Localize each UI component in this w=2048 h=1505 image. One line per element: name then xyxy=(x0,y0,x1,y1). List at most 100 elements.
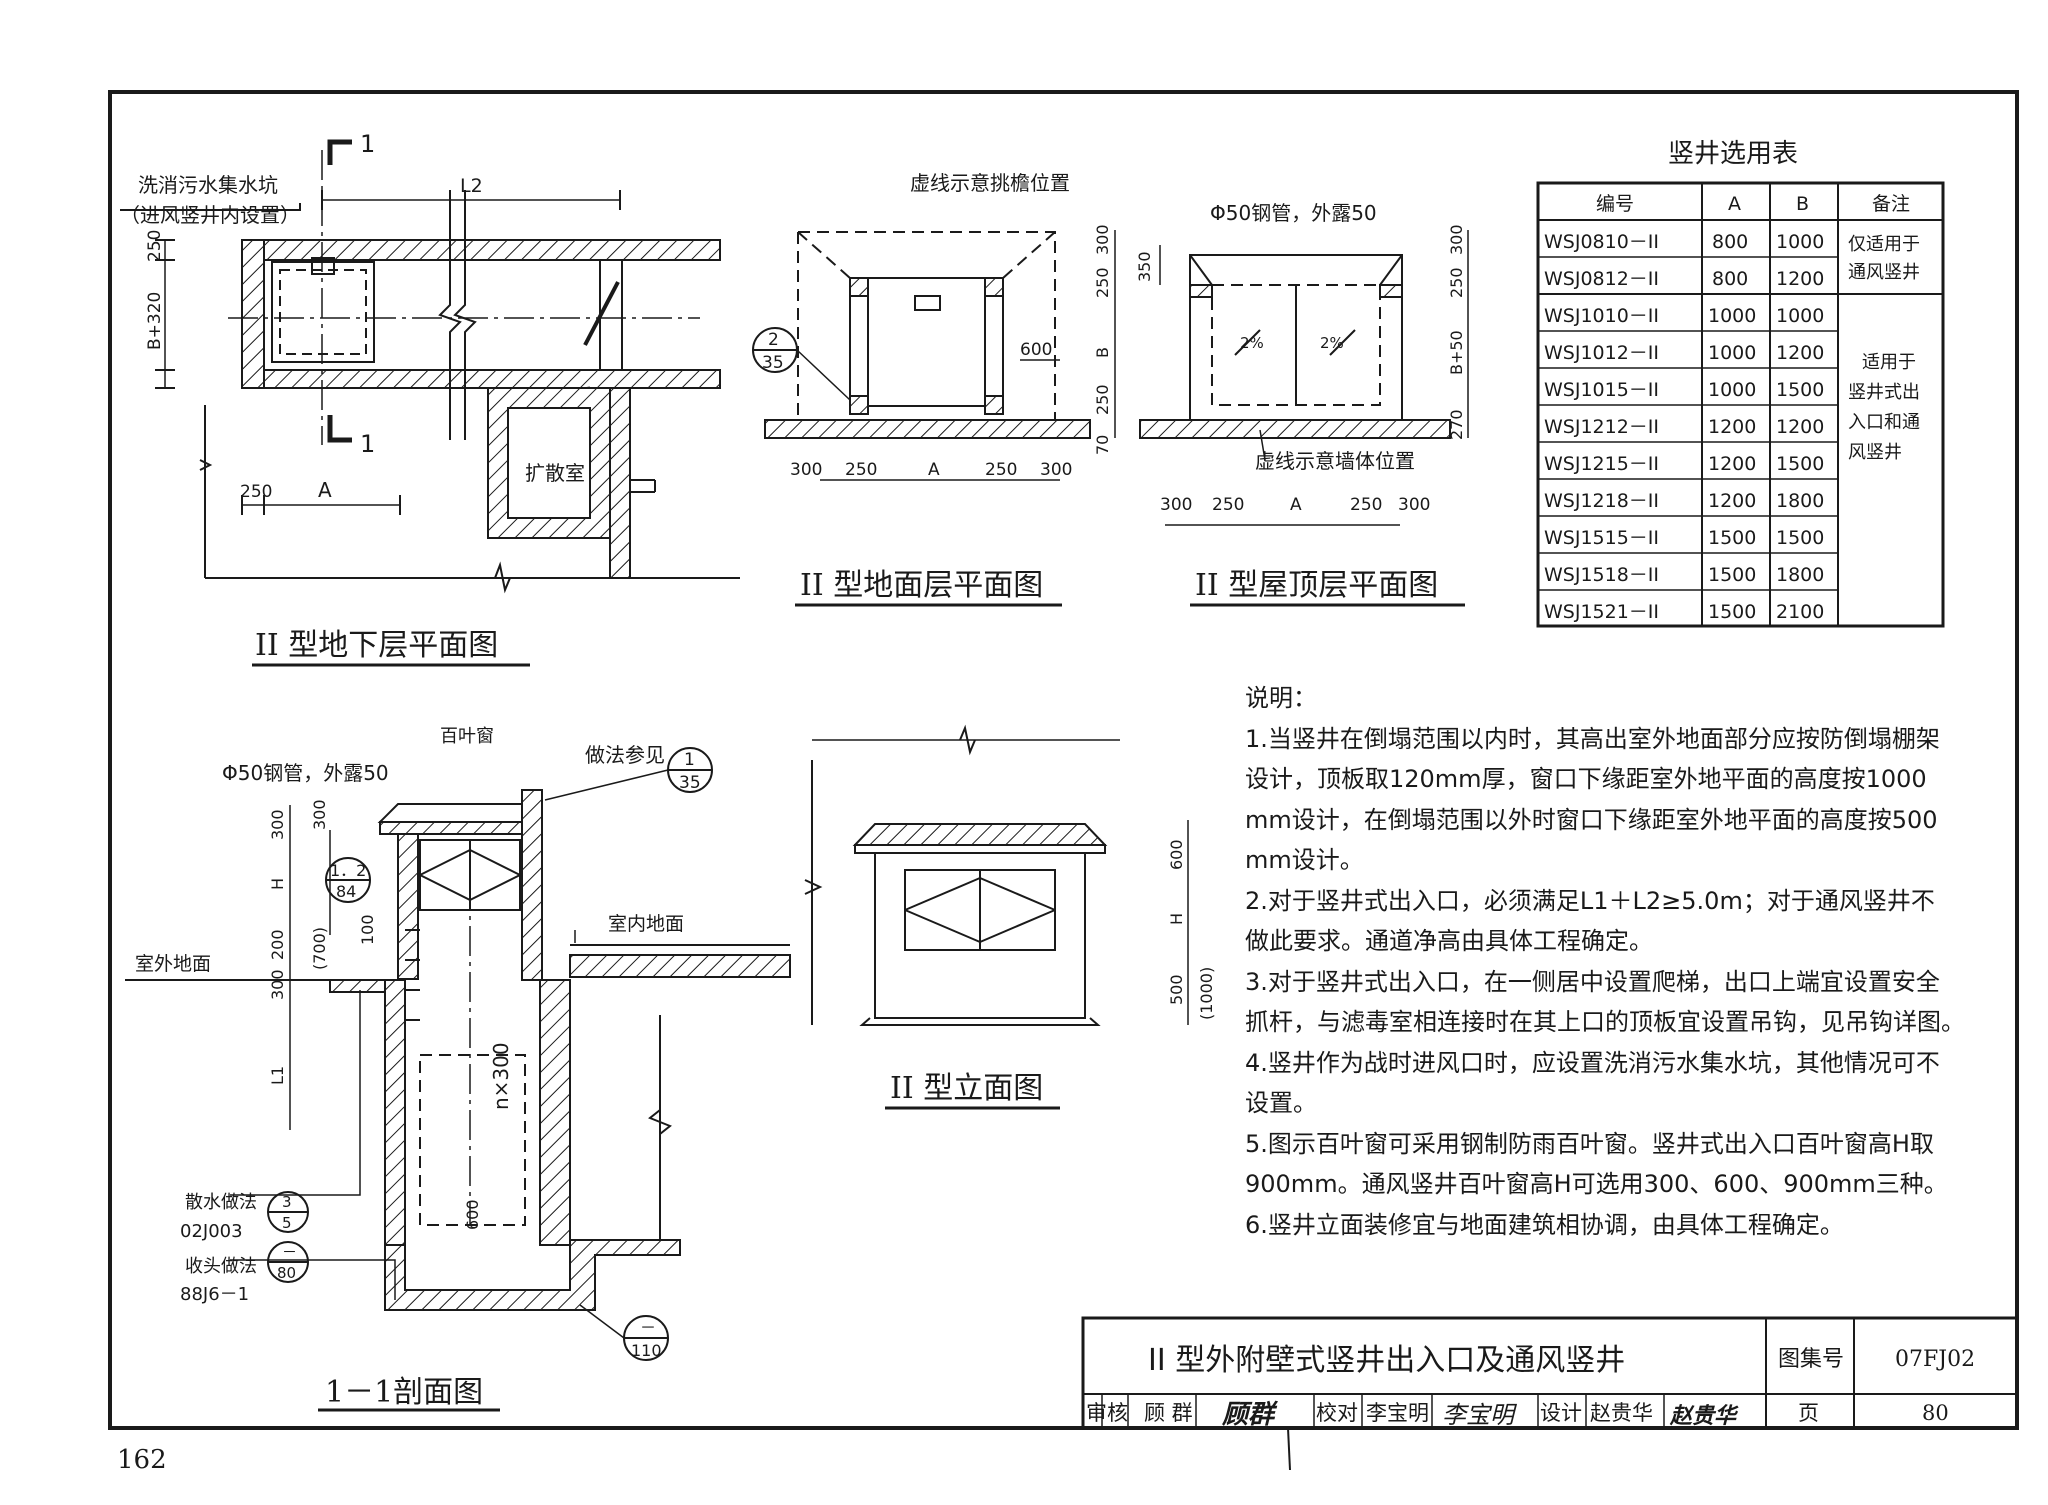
remark-2-line4: 风竖井 xyxy=(1848,442,1902,463)
apron-ref-bottom: 5 xyxy=(282,1214,292,1232)
plan-basement xyxy=(120,139,740,594)
edge-label: 收头做法 xyxy=(185,1256,257,1277)
th-remark: 备注 xyxy=(1872,193,1910,215)
table-cell: 1500 xyxy=(1776,527,1824,549)
table-cell: 1000 xyxy=(1708,379,1756,401)
ground-dim-600: 600 xyxy=(1020,340,1052,360)
table-cell: 1000 xyxy=(1776,231,1824,253)
section-dim-left-2: 200 xyxy=(268,929,287,960)
table-cell: 1500 xyxy=(1708,564,1756,586)
note-line: 设计，顶板取120mm厚，窗口下缘距室外地平面的高度按1000 xyxy=(1245,765,1927,793)
atlas-label: 图集号 xyxy=(1778,1347,1844,1372)
table-cell: 1000 xyxy=(1708,305,1756,327)
table-cell: 1200 xyxy=(1776,416,1824,438)
roof-dim-b0: 300 xyxy=(1160,495,1192,515)
checker-name: 李宝明 xyxy=(1366,1401,1429,1425)
plan-ground-title: II 型地面层平面图 xyxy=(800,568,1043,603)
sump-label-1: 洗消污水集水坑 xyxy=(138,173,278,197)
dim-250-bottom: 250 xyxy=(240,482,272,502)
roof-dim-r3: 270 xyxy=(1447,409,1466,440)
sump-label-2: （进风竖井内设置） xyxy=(120,203,300,227)
sheet-border xyxy=(108,90,2019,1430)
section-dim-left-3: 300 xyxy=(268,969,287,1000)
plan-basement-title: II 型地下层平面图 xyxy=(255,628,498,663)
note-line: 3.对于竖井式出入口，在一侧居中设置爬梯，出口上端宜设置安全 xyxy=(1245,967,1940,996)
note-line: 做此要求。通道净高由具体工程确定。 xyxy=(1245,927,1653,955)
note-line: 1.当竖井在倒塌范围以内时，其高出室外地面部分应按防倒塌棚架 xyxy=(1245,724,1940,753)
edge-ref-bottom: 80 xyxy=(277,1264,296,1282)
th-code: 编号 xyxy=(1596,193,1634,215)
ground-dim-r1: 250 xyxy=(1093,267,1112,298)
table-cell: 1200 xyxy=(1776,268,1824,290)
checker-signature: 李宝明 xyxy=(1442,1401,1518,1429)
section-mark-bottom: 1 xyxy=(360,430,375,458)
section-outdoor: 室外地面 xyxy=(135,953,211,975)
section-dim-600: 600 xyxy=(463,1199,482,1230)
check-label: 校对 xyxy=(1316,1401,1358,1425)
dim-a-basement: A xyxy=(318,478,332,502)
section-dim-left-1: H xyxy=(268,878,287,890)
note-line: mm设计。 xyxy=(1245,846,1364,874)
table-cell: 1500 xyxy=(1776,453,1824,475)
table-cell: 1500 xyxy=(1708,527,1756,549)
note-line: mm设计，在倒塌范围以外时窗口下缘距室外地平面的高度按500 xyxy=(1245,805,1938,834)
note-line: 抓杆，与滤毒室相连接时在其上口的顶板宜设置吊钩，见吊钩详图。 xyxy=(1245,1008,1965,1036)
edge-ref-top: － xyxy=(282,1243,297,1261)
table-cell: WSJ1515－II xyxy=(1544,527,1659,549)
ground-dim-b2: A xyxy=(928,460,940,480)
elev-dim-1000: (1000) xyxy=(1197,967,1216,1020)
diffusion-room-label: 扩散室 xyxy=(525,461,585,485)
roof-dim-r1: 250 xyxy=(1447,267,1466,298)
ground-dim-b4: 300 xyxy=(1040,460,1072,480)
section-louver: 百叶窗 xyxy=(440,726,494,747)
roof-dim-r0: 300 xyxy=(1447,224,1466,255)
table-cell: 2100 xyxy=(1776,601,1824,623)
th-a: A xyxy=(1728,193,1741,215)
reviewer-signature: 顾群 xyxy=(1221,1400,1279,1430)
elevation-title: II 型立面图 xyxy=(890,1071,1043,1106)
note-line: 设置。 xyxy=(1245,1089,1317,1117)
reviewer-name: 顾 群 xyxy=(1144,1401,1193,1425)
section-ref84-top: 1．2 xyxy=(330,861,366,880)
table-cell: 1800 xyxy=(1776,564,1824,586)
ground-dim-r3: 250 xyxy=(1093,384,1112,415)
ground-ref-top: 2 xyxy=(768,330,779,350)
apron-code: 02J003 xyxy=(180,1221,243,1242)
table-cell: 1200 xyxy=(1708,416,1756,438)
table-cell: WSJ1015－II xyxy=(1544,379,1659,401)
section-detail-top: 1 xyxy=(684,750,695,770)
remark-1-line2: 通风竖井 xyxy=(1848,262,1920,283)
plan-ground xyxy=(752,230,1116,481)
roof-dim-r2: B+50 xyxy=(1447,330,1466,375)
table-cell: WSJ0812－II xyxy=(1544,268,1659,290)
roof-pipe-note: Φ50钢管，外露50 xyxy=(1210,201,1377,225)
section-dim-left-0: 300 xyxy=(268,809,287,840)
section-dim-left-4: L1 xyxy=(268,1066,287,1085)
table-cell: WSJ0810－II xyxy=(1544,231,1659,253)
table-cell: 1200 xyxy=(1708,490,1756,512)
table-cell: 1500 xyxy=(1776,379,1824,401)
table-cell: WSJ1518－II xyxy=(1544,564,1659,586)
dim-b320: B+320 xyxy=(145,292,165,350)
plan-roof xyxy=(1139,230,1469,526)
note-line: 5.图示百叶窗可采用钢制防雨百叶窗。竖井式出入口百叶窗高H取 xyxy=(1245,1129,1934,1158)
ground-dim-b3: 250 xyxy=(985,460,1017,480)
dim-250-top: 250 xyxy=(145,230,165,262)
elev-dim-600: 600 xyxy=(1167,839,1186,870)
page-no: 80 xyxy=(1922,1401,1949,1425)
ground-dim-r2: B xyxy=(1093,347,1112,358)
section-detail-ref: 做法参见 xyxy=(585,743,665,767)
note-line: 900mm。通风竖井百叶窗高H可选用300、600、900mm三种。 xyxy=(1245,1170,1948,1198)
title-block-title: II 型外附壁式竖井出入口及通风竖井 xyxy=(1148,1343,1625,1378)
title-block xyxy=(1081,1316,2019,1471)
ground-dim-r4: 70 xyxy=(1093,435,1112,455)
table-cell: 1200 xyxy=(1776,342,1824,364)
roof-slope-left: 2% xyxy=(1240,334,1264,352)
page-number: 162 xyxy=(117,1445,167,1475)
eave-note: 虚线示意挑檐位置 xyxy=(910,171,1070,195)
atlas-no: 07FJ02 xyxy=(1895,1347,1975,1372)
section-dim-100: 100 xyxy=(358,914,377,945)
table-cell: 1500 xyxy=(1708,601,1756,623)
remark-2-line2: 竖井式出 xyxy=(1848,382,1920,403)
